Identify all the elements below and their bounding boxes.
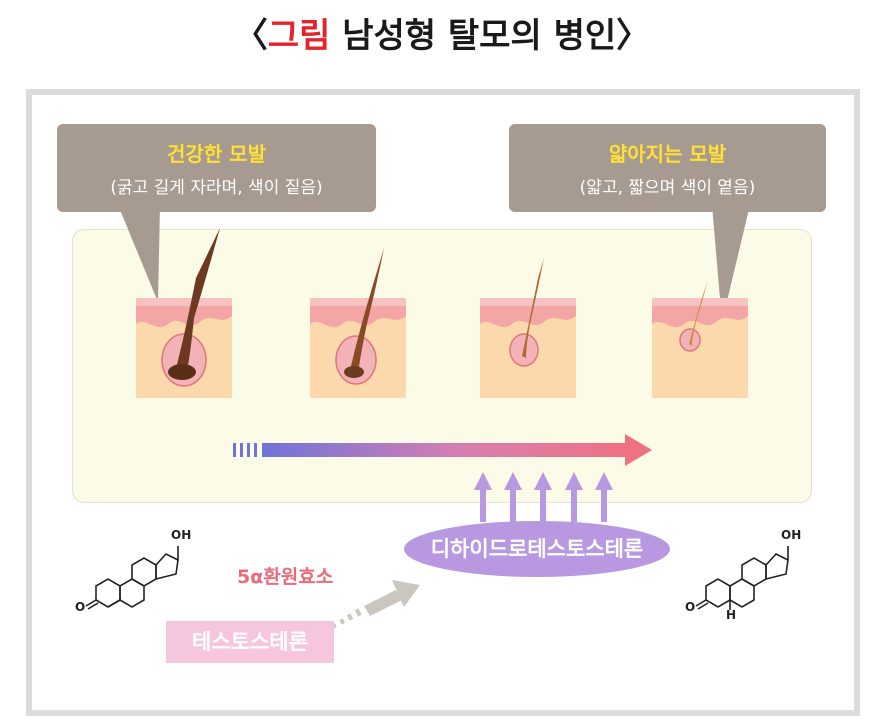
callout-healthy-sub: (굵고 길게 자라며, 색이 짙음) [110,178,323,198]
title-prefix: 〈 [233,16,268,56]
skin-follicle-3 [480,258,576,398]
skin-follicle-2 [310,248,406,398]
title-accent: 그림 [267,16,331,56]
skin-follicle-4 [652,280,748,398]
title-rest: 남성형 탈모의 병인〉 [330,16,651,56]
callout-healthy-heading: 건강한 모발 [167,142,266,166]
molecule-left-oh: OH [171,528,192,542]
molecule-right-o: O [685,600,696,614]
testosterone-label: 테스토스테론 [166,621,334,663]
callout-healthy-hair: 건강한 모발 (굵고 길게 자라며, 색이 짙음) [57,124,376,212]
figure-title: 〈그림 남성형 탈모의 병인〉 [0,8,884,57]
molecule-right-h: H [726,608,737,622]
skin-follicle-1 [136,228,232,398]
callout-thinning-sub: (얇고, 짧으며 색이 옅음) [579,178,756,198]
callout-thinning-heading: 얇아지는 모발 [608,142,727,166]
molecule-right-oh: OH [781,528,802,542]
dht-label: 디하이드로테스토스테론 [404,521,670,577]
molecule-left-o: O [75,600,86,614]
enzyme-label: 5α환원효소 [237,566,334,588]
callout-thinning-hair: 얇아지는 모발 (얇고, 짧으며 색이 옅음) [509,124,826,212]
